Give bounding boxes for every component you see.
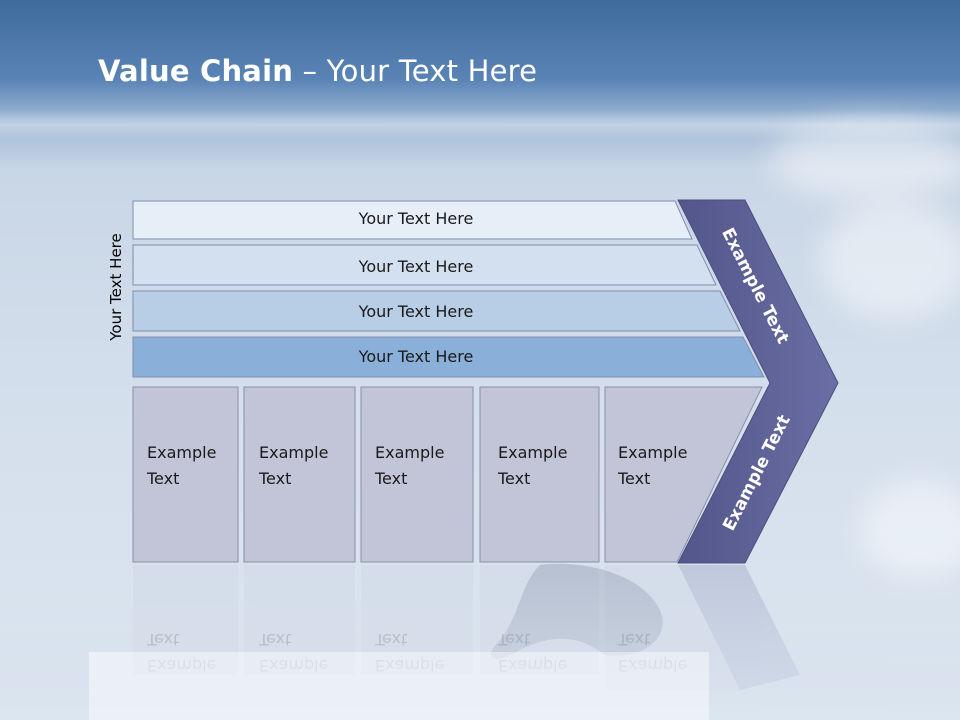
box-4[interactable] (479, 386, 600, 563)
bar-2[interactable] (132, 244, 717, 286)
bar-2-label: Your Text Here (358, 257, 474, 276)
cloud (860, 480, 960, 580)
bar-4[interactable] (132, 336, 765, 378)
box-2-label: Example Text (259, 440, 349, 492)
box-5-line2: Text (618, 469, 651, 488)
cloud (770, 120, 960, 200)
bar-1-label: Your Text Here (358, 209, 474, 228)
title-rest: – Your Text Here (293, 54, 538, 88)
box-5[interactable] (604, 386, 763, 563)
box-4-line1: Example (498, 443, 568, 462)
box-2-line2: Text (259, 469, 292, 488)
box-3-line2: Text (375, 469, 408, 488)
box-4-line2: Text (498, 469, 531, 488)
box-5-line1: Example (618, 443, 688, 462)
reflection-plate (89, 652, 709, 720)
box-3[interactable] (360, 386, 474, 563)
bar-3[interactable] (132, 290, 741, 332)
box-1-line1: Example (147, 443, 217, 462)
box-1[interactable] (132, 386, 239, 563)
box-1-line2: Text (147, 469, 180, 488)
box-4-label: Example Text (498, 440, 588, 492)
box-1-label: Example Text (147, 440, 237, 492)
cloud (820, 200, 960, 320)
box-3-line1: Example (375, 443, 445, 462)
box-2-line1: Example (259, 443, 329, 462)
box-2[interactable] (243, 386, 356, 563)
bar-3-label: Your Text Here (358, 302, 474, 321)
box-3-label: Example Text (375, 440, 465, 492)
box-5-label: Example Text (618, 440, 708, 492)
bar-1[interactable] (132, 200, 693, 240)
bar-4-label: Your Text Here (358, 347, 474, 366)
reflection-fade (0, 565, 960, 720)
slide-title: Value Chain – Your Text Here (98, 54, 537, 88)
title-bold: Value Chain (98, 54, 294, 88)
chevron-arrow[interactable] (677, 199, 839, 564)
horizon-band (0, 110, 960, 140)
